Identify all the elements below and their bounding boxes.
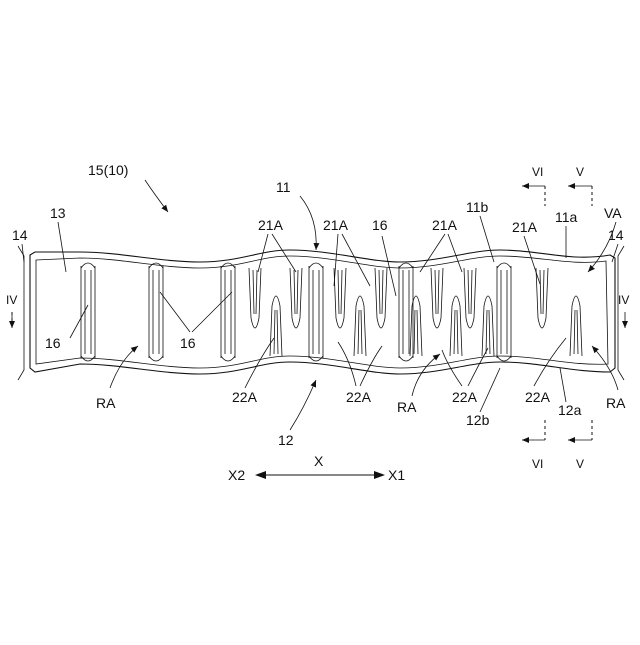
rib-2 — [149, 263, 163, 361]
section-VI-top: VI — [532, 165, 543, 179]
fin-21A-5 — [431, 268, 443, 328]
fin-21A-2 — [290, 268, 302, 328]
rib-cap-top — [497, 263, 511, 268]
rib-outline — [309, 266, 323, 358]
rib-outline — [221, 266, 235, 358]
section-VI-bottom: VI — [532, 457, 543, 471]
label-16-right: 16 — [372, 217, 388, 233]
rib-cap-top — [309, 263, 323, 268]
fin-21A-inner-7 — [540, 270, 544, 314]
fin-21A-inner-1 — [253, 270, 257, 314]
label-22A-4: 22A — [525, 389, 551, 405]
label-12a: 12a — [558, 402, 582, 418]
label-14-left: 14 — [12, 227, 28, 243]
rib-cap-bottom — [399, 356, 413, 361]
label-21A-3: 21A — [432, 217, 458, 233]
section-IV-right: IV — [618, 293, 629, 307]
label-11a: 11a — [555, 209, 578, 225]
label-21A-2: 21A — [323, 217, 349, 233]
fin-22A-inner-5 — [486, 310, 490, 354]
rib-outline — [81, 266, 95, 358]
rib-inner — [153, 270, 159, 354]
fin-22A-6 — [570, 296, 582, 356]
label-12: 12 — [278, 432, 294, 448]
label-RA-right: RA — [606, 395, 626, 411]
label-21A-1: 21A — [258, 217, 284, 233]
fin-22A-inner-4 — [454, 310, 458, 354]
axis-x2-label: X2 — [228, 467, 245, 483]
rib-5 — [399, 263, 413, 361]
fin-22A-2 — [354, 296, 366, 356]
fin-21A-inner-3 — [338, 270, 342, 314]
rib-outline — [497, 266, 511, 358]
rib-1 — [81, 263, 95, 361]
fin-21A-3 — [334, 268, 346, 328]
rib-inner — [313, 270, 319, 354]
rib-cap-bottom — [497, 356, 511, 361]
label-21A-4: 21A — [512, 219, 538, 235]
label-22A-3: 22A — [452, 389, 478, 405]
rib-inner — [85, 270, 91, 354]
fin-21A-4 — [375, 268, 387, 328]
fin-22A-4 — [450, 296, 462, 356]
fin-22A-1 — [270, 296, 282, 356]
label-11b: 11b — [466, 199, 489, 215]
label-22A-1: 22A — [232, 389, 258, 405]
ribs-16 — [81, 263, 511, 361]
fin-21A-inner-5 — [435, 270, 439, 314]
fin-22A-inner-2 — [358, 310, 362, 354]
axis-x-label: X — [314, 453, 324, 469]
fin-21A-inner-2 — [294, 270, 298, 314]
fin-22A-inner-1 — [274, 310, 278, 354]
figure-title: 15(10) — [88, 162, 128, 178]
rib-cap-top — [81, 263, 95, 268]
label-16-mid: 16 — [180, 335, 196, 351]
label-11: 11 — [276, 179, 291, 195]
section-V-top: V — [576, 165, 584, 179]
direction-indicator: X X2 X1 — [228, 453, 405, 483]
section-IV-left: IV — [6, 293, 17, 307]
rib-outline — [399, 266, 413, 358]
section-markers: VI V VI V IV IV — [6, 165, 629, 471]
label-16-left: 16 — [45, 335, 61, 351]
fin-22A-inner-6 — [574, 310, 578, 354]
fin-21A-6 — [464, 268, 476, 328]
label-RA-left: RA — [96, 395, 116, 411]
rib-inner — [501, 270, 507, 354]
fin-22A-3 — [410, 296, 422, 356]
fin-21A-1 — [249, 268, 261, 328]
label-22A-2: 22A — [346, 389, 372, 405]
label-RA-mid: RA — [397, 399, 417, 415]
rib-outline — [149, 266, 163, 358]
label-13: 13 — [50, 205, 66, 221]
rib-4 — [309, 263, 323, 361]
label-VA: VA — [604, 205, 622, 221]
label-14-right: 14 — [608, 227, 624, 243]
axis-x1-label: X1 — [388, 467, 405, 483]
rib-inner — [225, 270, 231, 354]
fin-22A-inner-3 — [414, 310, 418, 354]
fin-21A-inner-4 — [379, 270, 383, 314]
rib-6 — [497, 263, 511, 361]
fin-22A-5 — [482, 296, 494, 356]
rib-cap-bottom — [149, 356, 163, 361]
rib-cap-bottom — [221, 356, 235, 361]
rib-cap-top — [149, 263, 163, 268]
fin-21A-inner-6 — [468, 270, 472, 314]
fins-21A-22A — [249, 268, 582, 356]
label-12b: 12b — [466, 412, 490, 428]
rib-inner — [403, 270, 409, 354]
rib-3 — [221, 263, 235, 361]
section-V-bottom: V — [576, 457, 584, 471]
